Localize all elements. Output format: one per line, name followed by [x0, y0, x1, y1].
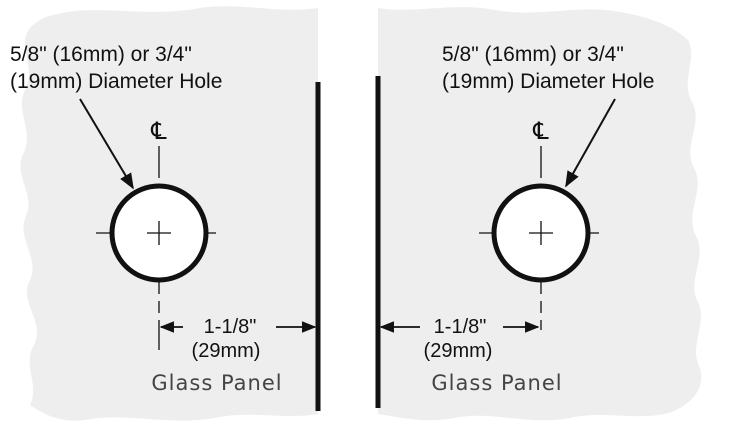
left-dimension-label-metric: (29mm) — [192, 340, 261, 362]
right-hole-size-label: 5/8" (16mm) or 3/4" — [442, 43, 624, 66]
right-hole-size-label: (19mm) Diameter Hole — [442, 70, 654, 93]
right-glass-panel: 5/8" (16mm) or 3/4" (19mm) Diameter Hole… — [375, 7, 702, 421]
right-dimension-label: 1-1/8" — [434, 316, 487, 338]
left-panel-label: Glass Panel — [151, 371, 282, 395]
left-hole-size-label: (19mm) Diameter Hole — [10, 70, 222, 93]
right-leader-arrow — [565, 98, 616, 188]
right-centerline-symbol: ℄ — [532, 117, 549, 145]
right-dimension-label-metric: (29mm) — [424, 340, 493, 362]
left-dimension-label: 1-1/8" — [204, 316, 257, 338]
left-leader-arrow — [79, 98, 134, 190]
left-glass-panel: 5/8" (16mm) or 3/4" (19mm) Diameter Hole… — [10, 6, 321, 421]
left-centerline-symbol: ℄ — [150, 117, 167, 145]
left-hole-size-label: 5/8" (16mm) or 3/4" — [10, 43, 192, 66]
right-panel-label: Glass Panel — [431, 371, 562, 395]
